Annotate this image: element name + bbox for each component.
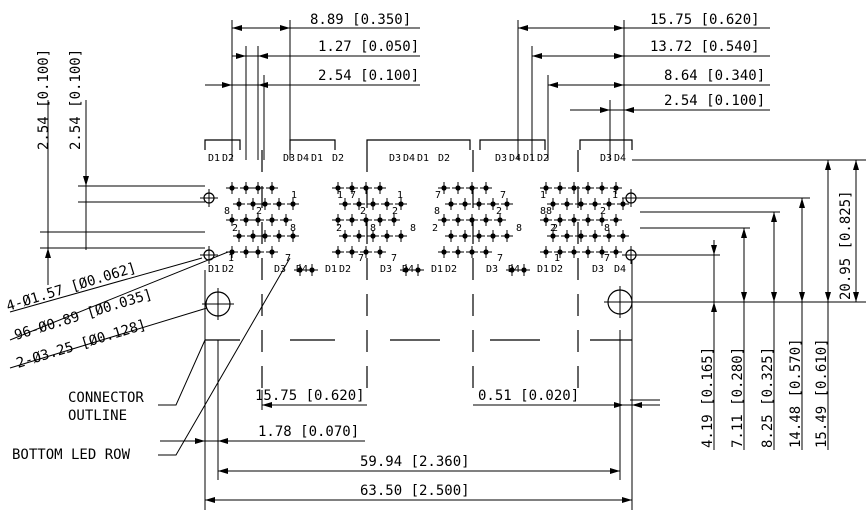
svg-text:D1: D1: [208, 153, 220, 164]
svg-text:13.72 [0.540]: 13.72 [0.540]: [650, 39, 760, 55]
svg-text:8: 8: [290, 223, 296, 234]
svg-text:8: 8: [546, 206, 552, 217]
svg-text:7.11 [0.280]: 7.11 [0.280]: [730, 347, 746, 448]
mounting-holes: [200, 189, 640, 320]
svg-text:2: 2: [232, 223, 238, 234]
svg-text:1: 1: [554, 253, 560, 264]
svg-text:20.95 [0.825]: 20.95 [0.825]: [838, 190, 854, 300]
svg-text:2: 2: [432, 223, 438, 234]
svg-text:2: 2: [496, 206, 502, 217]
bottom-dimensions: 15.75 [0.620] 0.51 [0.020] 1.78 [0.070] …: [160, 260, 660, 510]
svg-text:8: 8: [224, 206, 230, 217]
svg-text:7: 7: [435, 190, 441, 201]
svg-text:D4: D4: [614, 153, 626, 164]
svg-text:CONNECTOR: CONNECTOR: [68, 390, 144, 406]
svg-text:1: 1: [228, 253, 234, 264]
svg-text:1: 1: [612, 190, 618, 201]
top-right-dimensions: 15.75 [0.620] 13.72 [0.540] 8.64 [0.340]…: [517, 12, 770, 160]
svg-text:2: 2: [552, 223, 558, 234]
svg-text:D1: D1: [431, 264, 443, 275]
svg-text:D3: D3: [283, 153, 295, 164]
svg-text:D1: D1: [417, 153, 429, 164]
connector-outline: [204, 139, 633, 341]
svg-text:OUTLINE: OUTLINE: [68, 408, 127, 424]
hole-callouts: 4-Ø1.57 [Ø0.062] 96-Ø0.89 [Ø0.035] 2-Ø3.…: [4, 251, 229, 372]
svg-text:8: 8: [370, 223, 376, 234]
svg-text:7: 7: [497, 253, 503, 264]
top-left-dimensions: 8.89 [0.350] 1.27 [0.050] 2.54 [0.100]: [205, 12, 420, 160]
svg-text:4.19 [0.165]: 4.19 [0.165]: [700, 347, 716, 448]
svg-text:8: 8: [434, 206, 440, 217]
svg-text:8: 8: [540, 206, 546, 217]
svg-text:D1: D1: [208, 264, 220, 275]
svg-text:D3: D3: [389, 153, 401, 164]
svg-text:7: 7: [604, 253, 610, 264]
svg-text:8.25 [0.325]: 8.25 [0.325]: [760, 347, 776, 448]
svg-text:D3: D3: [495, 153, 507, 164]
svg-text:59.94 [2.360]: 59.94 [2.360]: [360, 454, 470, 470]
svg-text:1: 1: [397, 190, 403, 201]
right-vertical-dimensions: 20.95 [0.825] 4.19 [0.165] 7.11 [0.280] …: [632, 159, 866, 450]
svg-text:D2: D2: [222, 264, 234, 275]
svg-text:D2: D2: [537, 153, 549, 164]
svg-text:D4: D4: [297, 153, 309, 164]
svg-text:2.54 [0.100]: 2.54 [0.100]: [68, 49, 84, 150]
svg-text:7: 7: [358, 253, 364, 264]
svg-text:1: 1: [540, 190, 546, 201]
svg-text:D3: D3: [600, 153, 612, 164]
svg-text:D2: D2: [551, 264, 563, 275]
svg-text:1.27 [0.050]: 1.27 [0.050]: [318, 39, 419, 55]
svg-text:2: 2: [256, 206, 262, 217]
led-labels-top: D1 D2 D3 D4 D1 D2 D3 D4 D1 D2 D3 D4 D1 D…: [208, 153, 626, 164]
svg-text:1: 1: [291, 190, 297, 201]
leader-labels: CONNECTOR OUTLINE BOTTOM LED ROW: [12, 257, 291, 463]
svg-text:2: 2: [600, 206, 606, 217]
svg-text:15.75 [0.620]: 15.75 [0.620]: [255, 388, 365, 404]
svg-text:D2: D2: [222, 153, 234, 164]
svg-text:D2: D2: [445, 264, 457, 275]
svg-text:1.78 [0.070]: 1.78 [0.070]: [258, 424, 359, 440]
svg-text:D3: D3: [274, 264, 286, 275]
svg-text:2: 2: [392, 206, 398, 217]
svg-text:D2: D2: [339, 264, 351, 275]
svg-text:63.50 [2.500]: 63.50 [2.500]: [360, 483, 470, 499]
svg-text:8: 8: [410, 223, 416, 234]
svg-text:2: 2: [336, 223, 342, 234]
svg-text:D1: D1: [311, 153, 323, 164]
svg-text:D1: D1: [523, 153, 535, 164]
pin-array: [226, 182, 629, 276]
svg-text:0.51 [0.020]: 0.51 [0.020]: [478, 388, 579, 404]
svg-text:7: 7: [350, 190, 356, 201]
svg-text:D2: D2: [438, 153, 450, 164]
svg-text:D3: D3: [380, 264, 392, 275]
svg-text:15.75 [0.620]: 15.75 [0.620]: [650, 12, 760, 28]
svg-text:1: 1: [337, 190, 343, 201]
svg-text:2.54 [0.100]: 2.54 [0.100]: [36, 49, 52, 150]
svg-text:D1: D1: [537, 264, 549, 275]
svg-text:D2: D2: [332, 153, 344, 164]
svg-text:D4: D4: [509, 153, 521, 164]
svg-text:D3: D3: [486, 264, 498, 275]
svg-text:8: 8: [516, 223, 522, 234]
svg-text:2: 2: [550, 223, 556, 234]
svg-text:15.49 [0.610]: 15.49 [0.610]: [814, 338, 830, 448]
svg-text:2.54 [0.100]: 2.54 [0.100]: [318, 68, 419, 84]
svg-text:D4: D4: [403, 153, 415, 164]
svg-text:BOTTOM LED ROW: BOTTOM LED ROW: [12, 447, 131, 463]
svg-text:2.54 [0.100]: 2.54 [0.100]: [664, 93, 765, 109]
svg-text:D4: D4: [614, 264, 626, 275]
svg-text:7: 7: [391, 253, 397, 264]
pin-number-labels: 1 8 2 2 8 1 7 1 7 2 8 2 7 1 7 8 2 8 2 7 …: [224, 190, 618, 264]
svg-text:7: 7: [500, 190, 506, 201]
svg-text:7: 7: [285, 253, 291, 264]
svg-text:2: 2: [360, 206, 366, 217]
svg-text:14.48 [0.570]: 14.48 [0.570]: [788, 338, 804, 448]
left-vertical-dimensions: 2.54 [0.100] 2.54 [0.100]: [36, 49, 205, 285]
svg-text:D1: D1: [325, 264, 337, 275]
svg-text:D3: D3: [592, 264, 604, 275]
svg-text:8: 8: [604, 223, 610, 234]
svg-text:8.89 [0.350]: 8.89 [0.350]: [310, 12, 411, 28]
svg-text:8.64 [0.340]: 8.64 [0.340]: [664, 68, 765, 84]
